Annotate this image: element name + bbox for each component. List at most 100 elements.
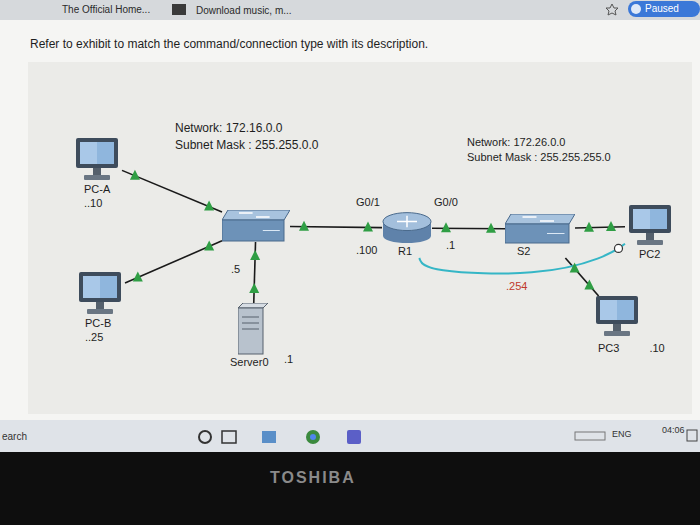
- laptop-brand: TOSHIBA: [270, 468, 356, 487]
- interface-name: G0/1: [356, 195, 380, 209]
- link-status-triangle: [570, 263, 580, 273]
- link-status-triangle: [133, 272, 143, 282]
- taskbar-search-text: earch: [2, 430, 27, 443]
- laptop-bezel: [0, 452, 700, 525]
- taskbar-files-icon: [262, 431, 276, 443]
- pc-icon-part: [84, 175, 110, 180]
- pc-icon-part: [613, 324, 621, 331]
- subnet-mask: Subnet Mask : 255.255.0.0: [175, 138, 318, 153]
- pc-icon-part: [76, 138, 118, 168]
- link-status-triangle: [363, 221, 373, 231]
- pc-icon-part: [80, 142, 97, 164]
- switch-icon-part: [523, 217, 555, 221]
- host-address: .100: [356, 243, 377, 257]
- pc-icon-part: [93, 168, 101, 175]
- link-status-triangle: [130, 170, 140, 180]
- host-address: .254: [506, 279, 527, 293]
- host-address: .10: [649, 341, 664, 355]
- host-address: .5: [231, 262, 240, 276]
- pc-icon: [592, 296, 642, 338]
- tab-icon: [172, 4, 186, 15]
- pc-device: PC-B..25: [75, 272, 125, 344]
- device-name: PC2: [639, 247, 675, 261]
- router-icon-part: [383, 229, 431, 243]
- device-name: S2: [517, 244, 575, 258]
- taskbar-browser-center: [310, 434, 316, 440]
- device-name: R1: [398, 244, 432, 258]
- pc-icon-part: [633, 209, 667, 229]
- notification-icon: [687, 430, 697, 441]
- browser-tab-title: The Official Home...: [62, 3, 150, 16]
- clock-time: 04:06: [662, 424, 685, 436]
- switch-icon-part: [239, 213, 270, 217]
- pc-icon-part: [79, 272, 121, 302]
- switch-icon-part: [547, 233, 565, 234]
- switch-icon-part: [505, 214, 575, 224]
- pc-icon-part: [600, 300, 617, 320]
- taskbar-teams-icon: [347, 430, 361, 444]
- router-icon: [382, 212, 432, 244]
- question-heading: Refer to exhibit to match the command/co…: [30, 37, 428, 51]
- taskbar: [0, 420, 700, 452]
- ethernet-link: [575, 227, 625, 228]
- browser-tab-bar: [0, 0, 700, 20]
- host-address: ..10: [84, 196, 122, 210]
- switch-device: [222, 210, 290, 242]
- interface-name: G0/0: [434, 195, 458, 209]
- pc-device: PC3.10: [582, 296, 665, 356]
- subnet-mask: Subnet Mask : 255.255.255.0: [467, 150, 611, 164]
- pc-icon-part: [83, 276, 100, 298]
- ethernet-link: [122, 170, 222, 212]
- language-indicator: ENG: [612, 428, 632, 440]
- ethernet-link: [125, 241, 222, 283]
- pc-icon-part: [87, 309, 113, 314]
- link-status-triangle: [584, 279, 594, 289]
- pc-icon-part: [600, 300, 634, 320]
- device-name: Server0: [230, 355, 269, 369]
- profile-dot: [631, 4, 641, 14]
- pc-icon-part: [646, 233, 654, 240]
- link-status-triangle: [299, 221, 309, 231]
- host-address: .1: [446, 238, 455, 252]
- network-address: Network: 172.16.0.0: [175, 121, 282, 136]
- pc-icon-part: [596, 296, 638, 324]
- switch-icon: [505, 214, 575, 244]
- taskbar-search-icon: [199, 431, 211, 443]
- link-status-triangle: [204, 201, 214, 211]
- pc-icon: [625, 205, 675, 247]
- pc-icon-part: [604, 331, 630, 336]
- link-status-triangle: [606, 221, 616, 231]
- server-device: Server0: [228, 303, 269, 369]
- switch-device: S2: [505, 214, 575, 258]
- paused-status: Paused: [645, 2, 679, 15]
- pc-icon: [75, 272, 125, 316]
- pc-icon-part: [80, 142, 114, 164]
- server-icon: [238, 303, 268, 355]
- device-name: PC-B: [85, 316, 125, 330]
- router-icon-part: [397, 216, 417, 228]
- exhibit-panel: [28, 62, 692, 414]
- switch-icon-part: [263, 230, 280, 231]
- router-icon-part: [383, 213, 431, 231]
- console-connector: [614, 244, 622, 252]
- pc-device: PC-A..10: [72, 138, 122, 210]
- link-status-triangle: [584, 222, 594, 232]
- link-status-triangle: [204, 240, 214, 250]
- pc-icon-part: [637, 240, 663, 245]
- switch-icon-part: [222, 220, 284, 241]
- pc-device: PC2: [625, 205, 675, 261]
- taskbar-view-icon: [222, 431, 236, 443]
- pc-icon: [72, 138, 122, 182]
- server-icon-part: [238, 303, 268, 308]
- browser-tab-title: Download music, m...: [196, 4, 292, 17]
- paused-pill: [628, 1, 700, 17]
- pc-icon-part: [96, 302, 104, 309]
- link-status-triangle: [250, 250, 260, 260]
- network-address: Network: 172.26.0.0: [467, 135, 565, 149]
- switch-icon-part: [505, 224, 569, 243]
- server-icon-part: [238, 308, 263, 354]
- host-address: .1: [284, 352, 293, 366]
